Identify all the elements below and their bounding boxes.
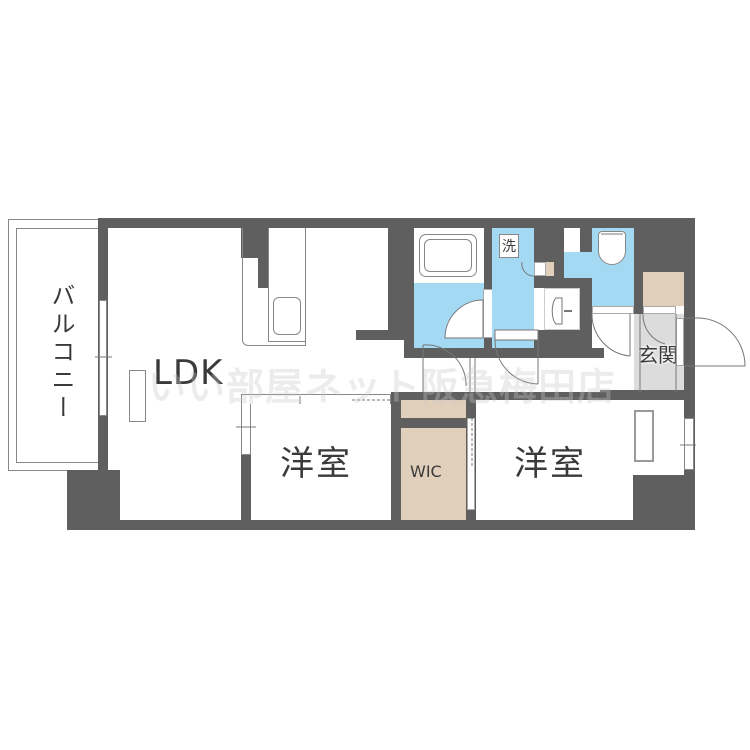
balcony-window bbox=[99, 300, 107, 416]
wic-upper-shelf bbox=[401, 400, 466, 418]
ldk-label: LDK bbox=[153, 353, 224, 393]
balcony-inner bbox=[16, 228, 100, 463]
kitchen-wall-stub bbox=[258, 228, 269, 288]
washer-label: 洗 bbox=[499, 234, 519, 258]
wall-bottom-left-block bbox=[67, 470, 120, 530]
wall-room2-corner bbox=[633, 475, 684, 525]
room1-top-wall-line bbox=[241, 394, 391, 404]
washer-tap bbox=[546, 262, 554, 276]
wall-kitchen-bath bbox=[388, 228, 404, 340]
entrance-label: 玄関 bbox=[638, 343, 678, 367]
washer-tray bbox=[534, 262, 546, 276]
wall-bottom bbox=[67, 520, 695, 530]
toilet-door-frame bbox=[592, 306, 634, 314]
toilet-tank-area bbox=[564, 252, 592, 278]
wash-mid-wall-b bbox=[534, 278, 592, 288]
toilet-bowl bbox=[598, 231, 626, 265]
vanity-wall-bottom bbox=[534, 330, 592, 348]
room2-closet bbox=[634, 410, 654, 462]
wall-bath-bottom bbox=[404, 348, 604, 358]
wall-kitchen-bottom bbox=[356, 330, 404, 340]
wic-door-panel bbox=[467, 418, 475, 510]
wall-room1-left bbox=[241, 454, 251, 524]
wic-shelf-divider bbox=[401, 418, 466, 428]
wall-bath-left bbox=[404, 228, 414, 358]
wall-wic-left bbox=[391, 392, 401, 522]
bathtub-inner bbox=[424, 239, 472, 272]
balcony-label: バルコニー bbox=[47, 283, 75, 423]
wic-label: WIC bbox=[410, 462, 442, 481]
western-room-1-label: 洋室 bbox=[280, 444, 352, 484]
room2-window bbox=[684, 418, 694, 470]
wall-top bbox=[98, 218, 695, 228]
western-room-2-label: 洋室 bbox=[514, 444, 586, 484]
vanity-wall-right bbox=[580, 228, 592, 252]
kitchen-sink bbox=[273, 297, 301, 335]
vanity-wall-side bbox=[580, 288, 592, 348]
wall-room2-top bbox=[476, 392, 684, 400]
wall-right bbox=[684, 218, 695, 530]
wic-room bbox=[401, 428, 466, 520]
ldk-column bbox=[129, 370, 146, 422]
shoe-cabinet-door bbox=[643, 306, 676, 314]
wall-toilet-right bbox=[634, 228, 644, 348]
shoe-cabinet bbox=[643, 272, 684, 306]
wall-entrance-top bbox=[644, 228, 684, 272]
wall-hall-bottom bbox=[391, 392, 476, 400]
